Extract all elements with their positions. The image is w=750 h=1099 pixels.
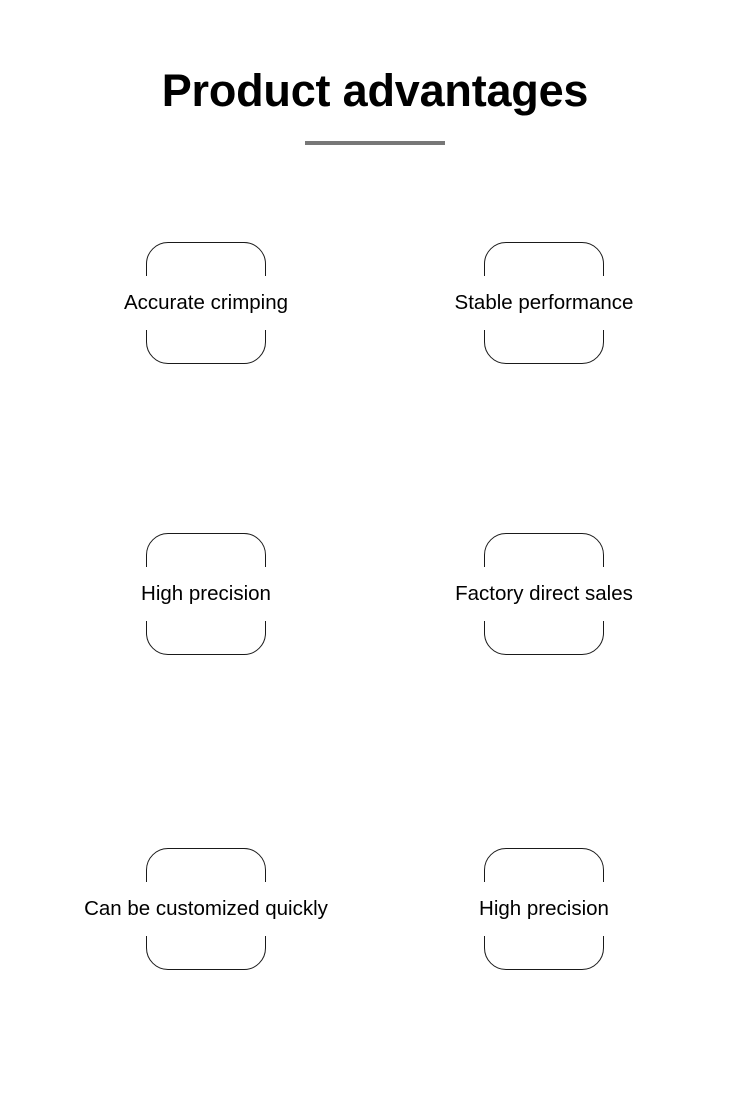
feature-label-mask: Stable performance: [448, 276, 640, 330]
feature-label: High precision: [141, 582, 271, 605]
feature-label: Factory direct sales: [455, 582, 633, 605]
title-divider: [305, 141, 445, 145]
feature-label: Can be customized quickly: [84, 897, 328, 920]
feature-card-can-be-customized-quickly[interactable]: Can be customized quickly: [78, 848, 334, 970]
feature-label-mask: Factory direct sales: [449, 567, 639, 621]
feature-label: Stable performance: [454, 291, 634, 314]
feature-label-mask: Accurate crimping: [117, 276, 295, 330]
feature-card-high-precision[interactable]: High precision: [135, 533, 277, 655]
feature-card-accurate-crimping[interactable]: Accurate crimping: [117, 242, 295, 364]
feature-label: Accurate crimping: [123, 291, 289, 314]
feature-label-mask: High precision: [135, 567, 277, 621]
feature-label-mask: High precision: [473, 882, 615, 936]
feature-card-factory-direct-sales[interactable]: Factory direct sales: [449, 533, 639, 655]
feature-label: High precision: [479, 897, 609, 920]
feature-card-high-precision-2[interactable]: High precision: [473, 848, 615, 970]
feature-label-mask: Can be customized quickly: [78, 882, 334, 936]
page-title: Product advantages: [161, 65, 589, 116]
feature-card-stable-performance[interactable]: Stable performance: [448, 242, 640, 364]
